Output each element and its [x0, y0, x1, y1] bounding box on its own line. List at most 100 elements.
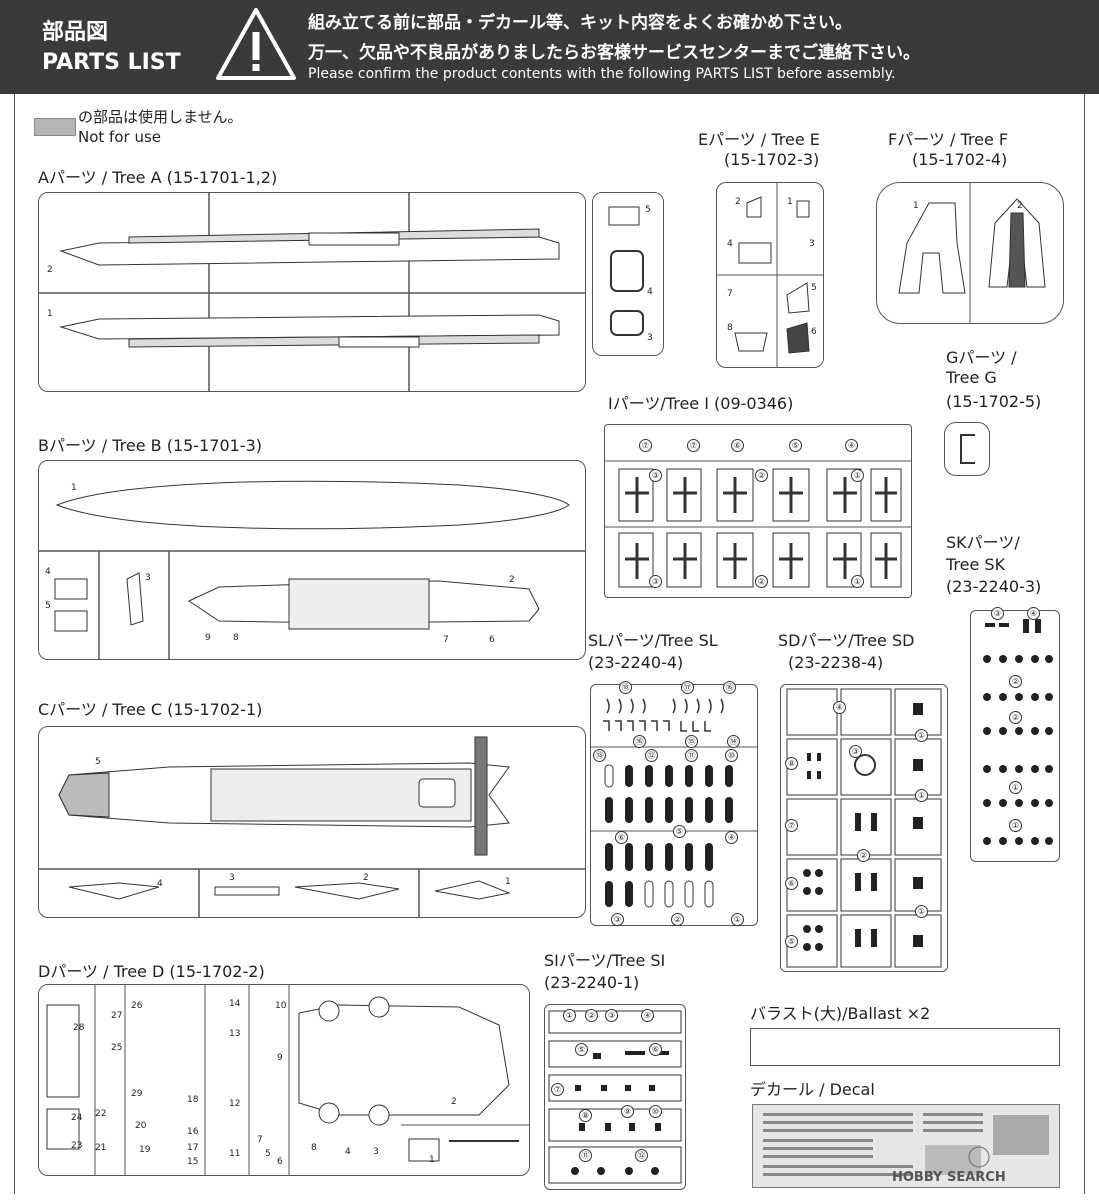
part-number: ② — [1009, 711, 1022, 724]
tree-sd-drawing — [786, 688, 942, 968]
part-number: ② — [585, 1009, 598, 1022]
part-number: ③ — [605, 1009, 618, 1022]
tree-d-sprue: 28 27 26 14 10 25 13 9 29 24 22 18 12 20… — [38, 984, 530, 1176]
part-number: 5 — [811, 283, 817, 293]
part-number: 20 — [135, 1121, 147, 1131]
part-number: ① — [731, 913, 744, 926]
part-number: ⑯ — [633, 735, 646, 748]
part-number: ① — [563, 1009, 576, 1022]
part-number: ⑦ — [639, 439, 652, 452]
part-number: 15 — [187, 1157, 199, 1167]
part-number: ③ — [991, 607, 1004, 620]
part-number: ⑰ — [681, 681, 694, 694]
part-number: 23 — [71, 1141, 83, 1151]
legend-jp: の部品は使用しません。 — [78, 108, 243, 126]
part-number: 19 — [139, 1145, 151, 1155]
part-number: 24 — [71, 1113, 83, 1123]
part-number: 18 — [187, 1095, 199, 1105]
tree-g-drawing — [960, 434, 975, 464]
decal-sheet-drawing — [763, 1113, 1049, 1176]
tree-a-drawing — [39, 193, 585, 391]
part-number: 6 — [489, 635, 495, 645]
tree-si-sprue: ① ② ③ ④ ⑤ ⑥ ⑦ ⑧ ⑨ ⑩ ⑪ ⑫ — [544, 1004, 686, 1190]
tree-f-drawing — [898, 183, 1046, 323]
part-number: 4 — [647, 287, 653, 297]
part-number: ⑥ — [615, 831, 628, 844]
part-number: ③ — [649, 575, 662, 588]
tree-sk-label-1: SKパーツ/ — [946, 533, 1020, 552]
part-number: ⑪ — [685, 749, 698, 762]
part-number: 6 — [277, 1157, 283, 1167]
tree-a-sprue: 2 1 — [38, 192, 586, 392]
tree-sd-label-2: (23-2238-4) — [788, 653, 884, 672]
tree-i-sprue: ⑦ ⑦ ⑥ ⑤ ④ ③ ③ ② ② ① ① — [604, 424, 912, 598]
part-number: ③ — [611, 913, 624, 926]
tree-d-drawing — [46, 985, 529, 1175]
tree-sl-label-2: (23-2240-4) — [588, 653, 684, 672]
parts-list-title: 部品図 PARTS LIST — [42, 18, 181, 78]
part-number: 11 — [229, 1149, 241, 1159]
part-number: 22 — [95, 1109, 107, 1119]
part-number: ② — [857, 849, 870, 862]
part-number: ⑦ — [785, 819, 798, 832]
tree-a-small-sprue: 5 4 3 — [592, 192, 664, 356]
tree-sl-sprue: ⑱ ⑰ ⑯ ⑯ ⑮ ⑭ ⑬ ⑫ ⑪ ⑩ ⑥ ⑤ ④ ③ ② ① — [590, 681, 758, 926]
tree-c-label: Cパーツ / Tree C (15-1702-1) — [38, 700, 263, 719]
part-number: 2 — [735, 197, 741, 207]
part-number: ④ — [641, 1009, 654, 1022]
tree-a-label: Aパーツ / Tree A (15-1701-1,2) — [38, 168, 278, 187]
part-number: ⑩ — [649, 1105, 662, 1118]
part-number: 8 — [233, 633, 239, 643]
part-number: 13 — [229, 1029, 241, 1039]
part-number: ⑯ — [723, 681, 736, 694]
tree-i-drawing — [605, 460, 911, 588]
part-number: 4 — [157, 879, 163, 889]
part-number: 25 — [111, 1043, 123, 1053]
tree-b-label: Bパーツ / Tree B (15-1701-3) — [38, 436, 262, 455]
tree-f-sprue: 1 2 — [876, 182, 1064, 324]
warning-icon — [216, 8, 296, 80]
part-number: 26 — [131, 1001, 143, 1011]
part-number: 1 — [505, 877, 511, 887]
part-number: 7 — [443, 635, 449, 645]
notice-english: Please confirm the product contents with… — [308, 66, 896, 82]
tree-sl-label-1: SLパーツ/Tree SL — [588, 631, 718, 650]
part-number: 3 — [809, 239, 815, 249]
tree-e-label-1: Eパーツ / Tree E — [698, 130, 820, 149]
tree-g-label-3: (15-1702-5) — [946, 392, 1042, 411]
part-number: 9 — [205, 633, 211, 643]
tree-c-sprue: 5 4 3 2 1 — [38, 726, 586, 918]
tree-si-label-1: SIパーツ/Tree SI — [544, 951, 666, 970]
ballast-part — [750, 1028, 1060, 1066]
part-number: ⑫ — [645, 749, 658, 762]
tree-a-small-drawing — [608, 206, 644, 336]
part-number: ⑩ — [725, 749, 738, 762]
part-number: 4 — [45, 567, 51, 577]
part-number: 6 — [811, 327, 817, 337]
part-number: ⑦ — [551, 1083, 564, 1096]
part-number: 28 — [73, 1023, 85, 1033]
part-number: 1 — [787, 197, 793, 207]
tree-i-label: Iパーツ/Tree I (09-0346) — [608, 394, 794, 413]
part-number: 2 — [47, 265, 53, 275]
part-number: 1 — [71, 483, 77, 493]
notice-line-1: 組み立てる前に部品・デカール等、キット内容をよくお確かめ下さい。 — [308, 13, 852, 33]
part-number: 4 — [727, 239, 733, 249]
part-number: 12 — [229, 1099, 241, 1109]
part-number: ① — [851, 469, 864, 482]
part-number: 3 — [373, 1147, 379, 1157]
tree-g-label-1: Gパーツ / — [946, 348, 1017, 367]
part-number: 27 — [111, 1011, 123, 1021]
notice-line-2: 万一、欠品や不良品がありましたらお客様サービスセンターまでご連絡下さい。 — [308, 43, 920, 63]
tree-sk-sprue: ③ ④ ② ② ① ① — [970, 607, 1060, 862]
part-number: 2 — [1017, 201, 1023, 211]
part-number: ② — [755, 469, 768, 482]
tree-e-sprue: 2 1 4 3 7 5 8 6 — [716, 182, 824, 368]
part-number: 3 — [145, 573, 151, 583]
part-number: 1 — [429, 1155, 435, 1165]
part-number: ⑤ — [789, 439, 802, 452]
part-number: ⑥ — [785, 877, 798, 890]
part-number: ③ — [649, 469, 662, 482]
tree-si-label-2: (23-2240-1) — [544, 973, 640, 992]
part-number: 9 — [277, 1053, 283, 1063]
